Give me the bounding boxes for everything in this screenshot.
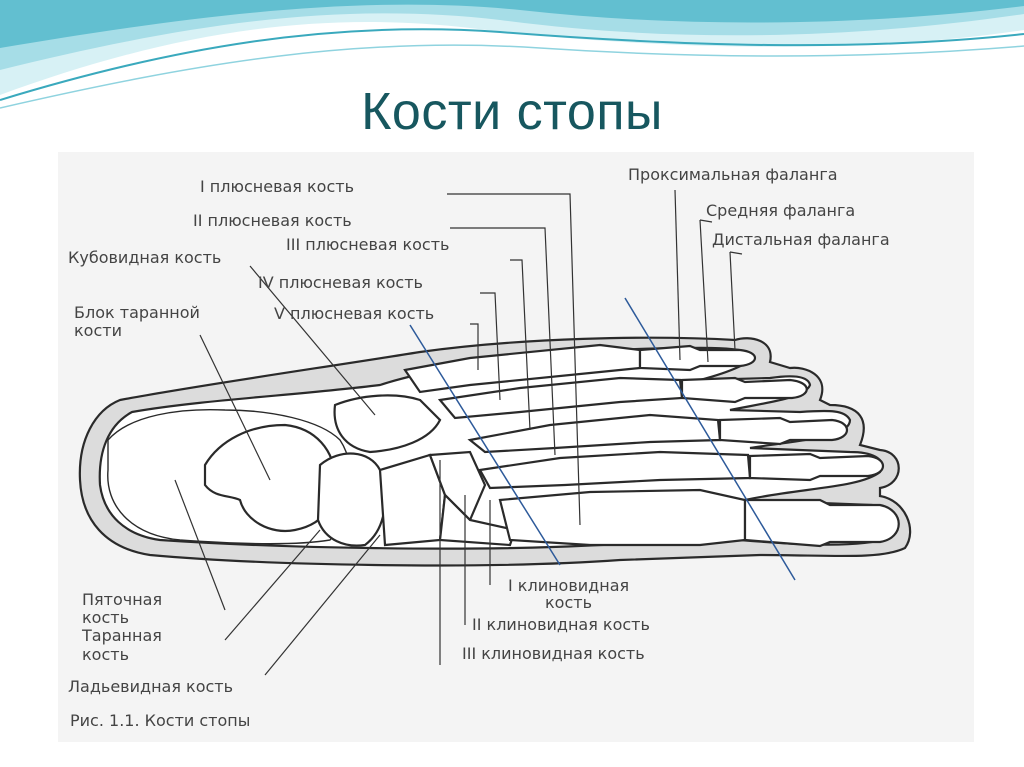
label-navicular: Ладьевидная кость (68, 677, 233, 696)
cuboid-bone (333, 394, 442, 454)
label-distal-phalanx: Дистальная фаланга (712, 230, 890, 249)
label-metatarsal-2: II плюсневая кость (193, 211, 352, 230)
slide-title: Кости стопы (361, 83, 663, 141)
label-proximal-phalanx: Проксимальная фаланга (628, 165, 838, 184)
label-metatarsal-5: V плюсневая кость (274, 304, 434, 323)
cuneiform-2-bone (428, 450, 487, 522)
lisfranc-joint-line (624, 297, 796, 581)
figure-caption: Рис. 1.1. Кости стопы (70, 711, 250, 730)
toe-3-phalanges (718, 416, 849, 446)
label-talus-line2: кость (82, 645, 129, 664)
label-metatarsal-4: IV плюсневая кость (258, 273, 423, 292)
label-calcaneus-line1: Пяточная (82, 590, 162, 609)
label-cuneiform-1-line2: кость (545, 593, 592, 612)
toe-4-phalanges (680, 376, 808, 404)
toe-5-phalanges (638, 344, 757, 372)
label-middle-phalanx: Средняя фаланга (706, 201, 855, 220)
label-metatarsal-3: III плюсневая кость (286, 235, 449, 254)
toe-2-phalanges (748, 452, 885, 482)
header-wave-decoration (0, 0, 1024, 109)
metatarsal-1-bone (498, 488, 747, 547)
label-talus-line1: Таранная (81, 626, 162, 645)
label-metatarsal-1: I плюсневая кость (200, 177, 354, 196)
chopart-joint-line (409, 324, 561, 566)
label-cuneiform-1-line1: I клиновидная (508, 576, 629, 595)
label-talus-block-line2: кости (74, 321, 122, 340)
label-cuneiform-2: II клиновидная кость (472, 615, 650, 634)
toe-1-phalanges (743, 498, 900, 548)
label-calcaneus-line2: кость (82, 608, 129, 627)
navicular-bone (316, 452, 387, 547)
label-cuneiform-3: III клиновидная кость (462, 644, 645, 663)
label-cuboid: Кубовидная кость (68, 248, 221, 267)
label-talus-block-line1: Блок таранной (74, 303, 200, 322)
